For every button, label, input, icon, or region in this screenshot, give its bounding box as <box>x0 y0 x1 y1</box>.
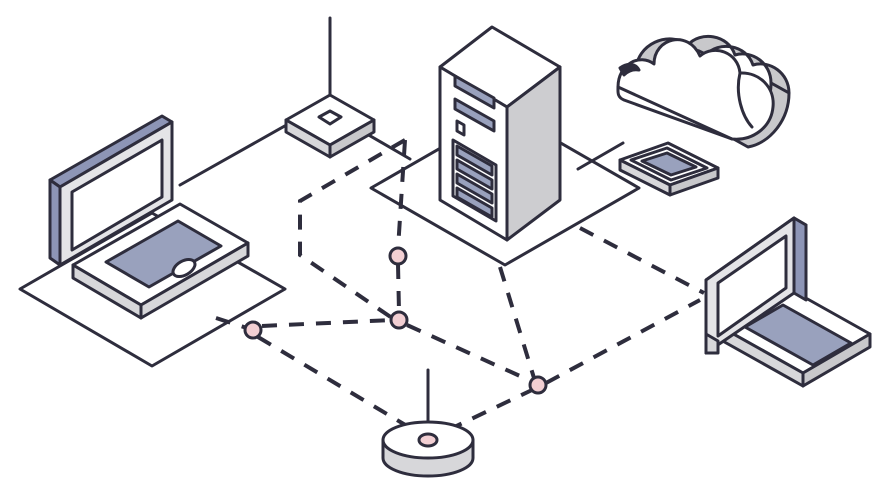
connection-node-2[interactable] <box>243 320 263 340</box>
link-node-1-to-node-3 <box>396 263 401 313</box>
laptop-right-screen[interactable] <box>716 234 788 338</box>
tablet-screen[interactable] <box>640 151 698 177</box>
laptop-left[interactable] <box>48 114 250 320</box>
connection-nodes[interactable] <box>243 246 548 395</box>
hub-center-node[interactable] <box>417 432 439 448</box>
cloud-right-lobe <box>736 71 754 129</box>
wireless-hub-puck[interactable] <box>381 368 475 478</box>
connection-node-4[interactable] <box>528 375 548 395</box>
server-side-face <box>505 65 562 242</box>
laptop-right[interactable] <box>704 216 872 388</box>
server-drive-bay-6[interactable] <box>455 186 494 219</box>
laptop-left-base-front-right <box>139 241 250 320</box>
tablet-device[interactable] <box>618 141 720 197</box>
link-node-2-to-hub <box>256 335 414 431</box>
laptop-right-base-front-right <box>801 332 872 388</box>
server-drive-bay-1[interactable] <box>453 74 496 110</box>
connection-node-3[interactable] <box>389 310 409 330</box>
router-antenna-base <box>317 109 343 126</box>
link-router-to-node-1 <box>396 139 407 250</box>
laptop-right-keyboard-panel[interactable] <box>743 303 853 367</box>
laptop-left-trackpad-button[interactable] <box>170 256 198 280</box>
router-front-right-face <box>328 118 376 159</box>
link-node-3-to-node-4 <box>406 323 532 383</box>
server-drive-bay-5[interactable] <box>455 172 494 205</box>
server-tower[interactable] <box>438 25 562 242</box>
server-drive-bay-4[interactable] <box>455 158 494 191</box>
cloud-service[interactable] <box>616 34 791 149</box>
link-laptop-left-to-node-2 <box>215 316 248 330</box>
link-laptop-left-to-router <box>178 121 292 187</box>
cloud-notch-detail <box>618 62 641 77</box>
link-server-to-laptop-right <box>579 226 705 295</box>
server-power-button[interactable] <box>455 119 466 137</box>
dashed-links <box>215 138 705 432</box>
wireless-router[interactable] <box>284 16 376 159</box>
laptop-right-lid-side <box>792 216 808 302</box>
link-hub-to-node-4 <box>447 388 533 432</box>
server-drive-bay-2[interactable] <box>453 97 496 133</box>
link-node-4-to-laptop-right <box>545 298 701 385</box>
link-node-2-to-node-3 <box>261 318 393 328</box>
tablet-side-right <box>668 166 720 197</box>
laptop-left-screen[interactable] <box>70 138 164 252</box>
cloud-bottom-edge <box>616 85 734 141</box>
laptop-right-hinge-foot <box>704 332 720 355</box>
connection-node-1[interactable] <box>388 246 408 266</box>
laptop-left-keyboard-panel[interactable] <box>104 219 223 289</box>
link-server-to-node-4 <box>498 266 536 379</box>
link-router-branch-to-node-3 <box>298 138 407 320</box>
link-server-to-tablet <box>576 141 625 171</box>
server-drive-bay-3[interactable] <box>455 144 494 177</box>
